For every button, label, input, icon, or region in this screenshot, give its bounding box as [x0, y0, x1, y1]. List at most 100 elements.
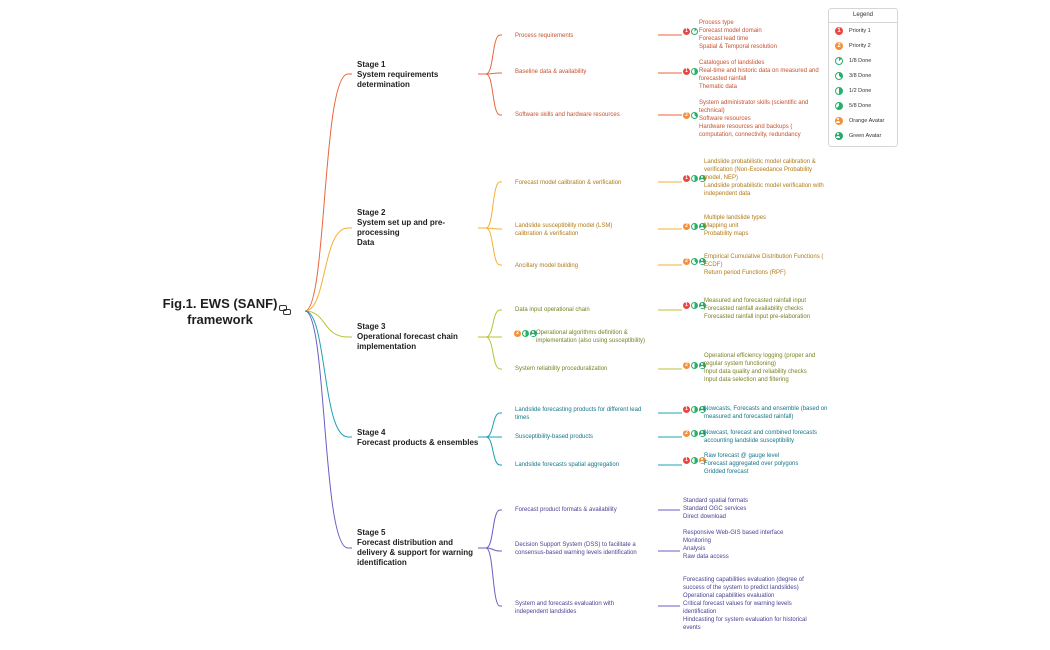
legend-item: Green Avatar [829, 128, 897, 143]
link-icon [279, 305, 291, 315]
green-avatar-icon [699, 405, 706, 413]
connector-line [304, 310, 349, 438]
detail-text[interactable]: Raw forecast @ gauge level Forecast aggr… [704, 453, 799, 475]
legend-item-label: 5/8 Done [849, 102, 872, 109]
subtopic-label[interactable]: Landslide forecasting products for diffe… [515, 407, 642, 421]
green-avatar-icon [699, 174, 706, 182]
subtopic-label[interactable]: System reliability proceduralization [515, 366, 608, 372]
priority-2-icon: 2 [683, 222, 690, 230]
detail-text[interactable]: Empirical Cumulative Distribution Functi… [704, 254, 824, 276]
subtopic-label[interactable]: Decision Support System (DSS) to facilit… [515, 542, 637, 556]
marker-icons: 1 [683, 67, 698, 75]
marker-icons: 2 [683, 257, 706, 265]
detail-text[interactable]: System administrator skills (scientific … [699, 100, 809, 138]
subtopic-label[interactable]: Forecast model calibration & verificatio… [515, 180, 622, 186]
subtopic-label[interactable]: Forecast product formats & availability [515, 507, 617, 513]
stage-4-topic[interactable]: Stage 4 Forecast products & ensembles [357, 428, 479, 447]
legend-item: 1/8 Done [829, 53, 897, 68]
green-avatar-icon [835, 131, 843, 140]
orange-avatar-icon [699, 456, 706, 464]
green-avatar-icon [530, 329, 537, 337]
detail-text[interactable]: Operational efficiency logging (proper a… [704, 353, 816, 383]
connector-line [304, 73, 349, 312]
progress-1-2-icon [522, 329, 529, 337]
root-topic[interactable]: Fig.1. EWS (SANF) framework [162, 296, 278, 327]
subtopic-label[interactable]: Data input operational chain [515, 307, 590, 313]
detail-text[interactable]: Process type Forecast model domain Forec… [699, 20, 777, 50]
subtopic-label[interactable]: Landslide forecasts spatial aggregation [515, 462, 620, 468]
marker-icons: 2 [683, 361, 706, 369]
legend-item: 5/8 Done [829, 98, 897, 113]
priority-2-icon: 2 [683, 361, 690, 369]
detail-text[interactable]: Catalogues of landslides Real-time and h… [699, 60, 819, 90]
progress-1-2-icon [691, 361, 698, 369]
priority-2-icon: 2 [683, 111, 690, 119]
connector-line [485, 73, 501, 116]
legend-item: 1/2 Done [829, 83, 897, 98]
legend-item-label: Orange Avatar [849, 117, 885, 124]
connector-line [485, 34, 501, 75]
legend-item-label: 3/8 Done [849, 72, 872, 79]
green-avatar-icon [699, 361, 706, 369]
priority-1-icon: 1 [683, 67, 690, 75]
priority-1-icon: 1 [683, 456, 690, 464]
connector-line [485, 336, 501, 370]
marker-icons: 2 [683, 111, 698, 119]
legend-item-label: Green Avatar [849, 132, 882, 139]
green-avatar-icon [699, 429, 706, 437]
priority-1-icon: 1 [683, 27, 690, 35]
legend-item-label: 1/2 Done [849, 87, 872, 94]
priority-1-icon: 1 [683, 174, 690, 182]
progress-1-2-icon [691, 301, 698, 309]
priority-1-icon: 1 [683, 405, 690, 413]
stage-2-topic[interactable]: Stage 2 System set up and pre- processin… [357, 208, 446, 247]
subtopic-label[interactable]: Baseline data & availability [515, 69, 587, 75]
green-avatar-icon [699, 222, 706, 230]
stage-3-topic[interactable]: Stage 3 Operational forecast chain imple… [357, 322, 458, 351]
green-avatar-icon [699, 257, 706, 265]
orange-avatar-icon [835, 116, 843, 125]
detail-text[interactable]: Measured and forecasted rainfall input F… [704, 298, 811, 320]
detail-text[interactable]: Nowcasts, Forecasts and ensemble (based … [704, 406, 828, 420]
priority-2-icon: 2 [835, 41, 843, 50]
legend-item-label: Priority 1 [849, 27, 871, 34]
subtopic-label[interactable]: Software skills and hardware resources [515, 112, 620, 118]
detail-text[interactable]: Forecasting capabilities evaluation (deg… [683, 577, 807, 631]
detail-text[interactable]: Standard spatial formats Standard OGC se… [683, 498, 749, 520]
detail-text[interactable]: Landslide probabilistic model calibratio… [704, 159, 824, 197]
progress-1-8-icon [835, 56, 843, 65]
progress-1-2-icon [691, 429, 698, 437]
connector-line [485, 436, 501, 466]
marker-icons: 1 [683, 405, 706, 413]
connector-line [485, 72, 501, 75]
marker-icons: 1 [683, 174, 706, 182]
connector-line [485, 547, 501, 607]
progress-1-2-icon [691, 174, 698, 182]
subtopic-label[interactable]: Ancillary model building [515, 263, 579, 269]
connector-line [304, 310, 349, 549]
subtopic-label[interactable]: Process requirements [515, 33, 574, 39]
priority-1-icon: 1 [835, 26, 843, 35]
detail-text[interactable]: Multiple landslide types Mapping unit Pr… [704, 215, 767, 237]
subtopic-label[interactable]: System and forecasts evaluation with ind… [515, 601, 615, 615]
legend-item: 3/8 Done [829, 68, 897, 83]
progress-1-2-icon [835, 86, 843, 95]
subtopic-label[interactable]: Operational algorithms definition & impl… [536, 330, 646, 344]
stage-5-topic[interactable]: Stage 5 Forecast distribution and delive… [357, 528, 474, 567]
stage-1-topic[interactable]: Stage 1 System requirements determinatio… [357, 60, 439, 89]
subtopic-label[interactable]: Landslide susceptibility model (LSM) cal… [515, 223, 613, 237]
subtopic-label[interactable]: Susceptibility-based products [515, 434, 594, 440]
marker-icons: 1 [683, 456, 706, 464]
legend-panel: Legend 1 Priority 1 2 Priority 2 1/8 Done 3/8… [828, 8, 898, 147]
progress-1-2-icon [691, 222, 698, 230]
connector-line [485, 309, 501, 338]
detail-text[interactable]: Responsive Web-GIS based interface Monit… [683, 530, 784, 560]
detail-text[interactable]: Nowcast, forecast and combined forecasts… [704, 430, 818, 444]
connector-line [485, 227, 501, 230]
progress-1-2-icon [691, 405, 698, 413]
legend-item-label: Priority 2 [849, 42, 871, 49]
connector-line [304, 227, 349, 312]
green-avatar-icon [699, 301, 706, 309]
legend-title: Legend [829, 9, 897, 23]
marker-icons: 2 [514, 329, 537, 337]
